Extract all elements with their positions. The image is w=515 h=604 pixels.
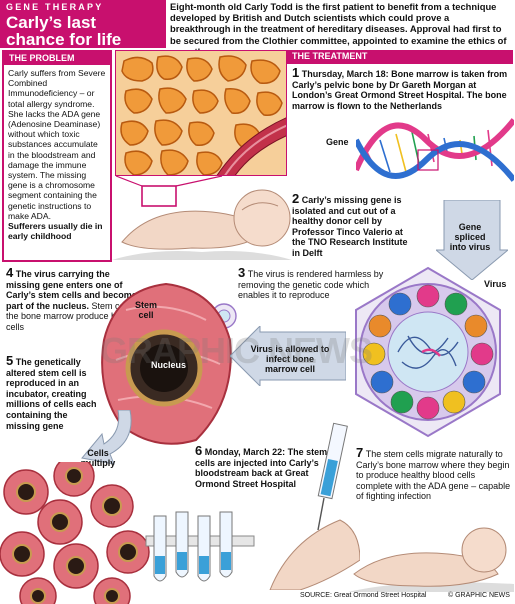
step-4: 4 The virus carrying the missing gene en… (6, 265, 146, 333)
step-6: 6 Monday, March 22: The stem cells are i… (195, 443, 335, 489)
arrow-left-icon (230, 326, 346, 386)
step-4-number: 4 (6, 265, 14, 280)
problem-heading: THE PROBLEM (4, 52, 110, 65)
baby-recovering-illustration (348, 527, 514, 592)
treatment-heading: THE TREATMENT (287, 50, 513, 64)
title-line-2: chance for life (6, 30, 122, 49)
copyright: © GRAPHIC NEWS (448, 592, 510, 599)
step-4-text: The virus carrying the missing gene ente… (6, 269, 142, 311)
step-5-text: The genetically altered stem cell is rep… (6, 357, 97, 431)
problem-text: Carly suffers from Severe Combined Immun… (8, 68, 106, 221)
step-7-number: 7 (356, 445, 364, 460)
tissue-cells-graphic (116, 51, 286, 175)
virus-label: Virus (484, 279, 507, 289)
kicker: GENE THERAPY (6, 2, 104, 12)
problem-panel: THE PROBLEM Carly suffers from Severe Co… (2, 50, 112, 262)
fat-cells-illustration (115, 50, 287, 176)
step-7-text: The stem cells migrate naturally to Carl… (356, 449, 511, 502)
curved-arrow-icon (81, 410, 132, 465)
step-6-number: 6 (195, 443, 203, 458)
problem-body: Carly suffers from Severe Combined Immun… (4, 65, 110, 244)
step-3-text: The virus is rendered harmless by removi… (238, 269, 384, 301)
step-2: 2 Carly’s missing gene is isolated and c… (292, 191, 412, 259)
cells-multiply-label: Cells multiply (80, 448, 116, 468)
gene-spliced-label: Gene spliced into virus (449, 222, 491, 252)
step-1-text: Thursday, March 18: Bone marrow is taken… (292, 69, 508, 111)
step-2-number: 2 (292, 191, 300, 206)
virus-illustration (355, 266, 501, 438)
watermark: GRAPHIC NEWS (100, 330, 373, 371)
step-4-subtext: Stem cells in the bone marrow produce bl… (6, 300, 143, 332)
multiplied-cells-illustration (0, 462, 150, 604)
dna-helix-illustration (356, 118, 514, 182)
gene-label: Gene (326, 137, 349, 147)
virus-allowed-label: Virus is allowed to infect bone marrow c… (250, 344, 330, 374)
step-2-text: Carly’s missing gene is isolated and cut… (292, 195, 408, 258)
title-line-1: Carly’s last (6, 13, 97, 32)
step-7: 7 The stem cells migrate naturally to Ca… (356, 445, 512, 502)
step-3-number: 3 (238, 265, 246, 280)
problem-emphasis: Sufferers usually die in early childhood (8, 221, 103, 242)
step-1: 1 Thursday, March 18: Bone marrow is tak… (292, 65, 512, 111)
test-tube-rack-illustration (145, 511, 255, 582)
step-1-number: 1 (292, 65, 300, 80)
intro-text: Eight-month old Carly Todd is the first … (170, 1, 507, 57)
arrow-down-icon (436, 200, 508, 280)
step-5-number: 5 (6, 353, 14, 368)
step-6-text: Monday, March 22: The stem cells are inj… (195, 447, 328, 489)
title-block: GENE THERAPY Carly’s last chance for lif… (0, 0, 166, 48)
source-credit: SOURCE: Great Ormond Street Hospital (300, 592, 427, 599)
nucleus-label: Nucleus (151, 360, 187, 370)
stem-cell-illustration (101, 282, 232, 445)
page-title: Carly’s last chance for life (6, 14, 160, 48)
step-3: 3 The virus is rendered harmless by remo… (238, 265, 388, 301)
stem-cell-label: Stem cell (134, 300, 157, 320)
baby-lying-illustration (112, 176, 292, 260)
syringe-injection-illustration (269, 422, 360, 590)
step-5: 5 The genetically altered stem cell is r… (6, 353, 98, 431)
header: GENE THERAPY Carly’s last chance for lif… (0, 0, 515, 57)
